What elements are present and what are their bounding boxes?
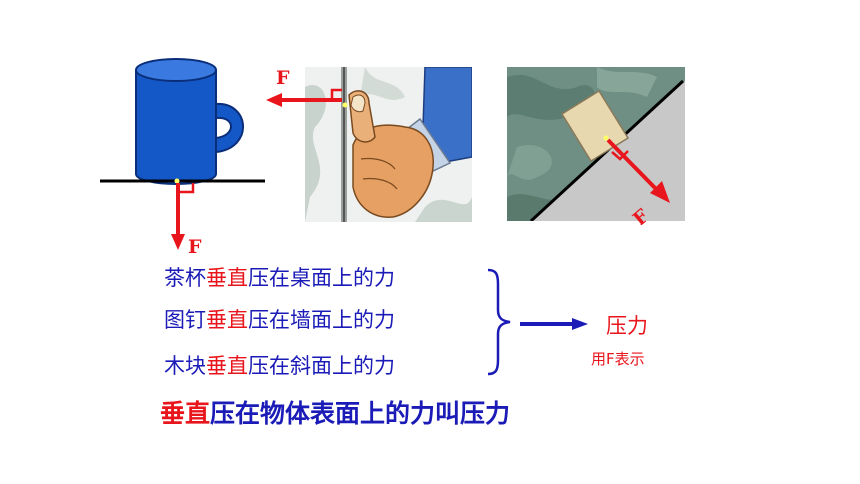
result-note: 用F表示 [591,350,645,368]
contact-point [174,178,180,184]
force-label: F [276,67,290,89]
example-highlight: 垂直 [206,354,248,378]
example-subject: 图钉 [164,308,206,332]
cup-figure: F [100,58,265,258]
thumbtack-illustration [305,67,472,222]
example-rest: 压在桌面上的力 [248,266,395,290]
force-arrow-head [266,93,282,107]
right-angle-mark [330,88,342,98]
example-subject: 木块 [164,354,206,378]
force-arrow-shaft [606,138,660,193]
conclusion: 垂直压在物体表面上的力叫压力 [160,394,510,430]
example-highlight: 垂直 [206,266,248,290]
example-highlight: 垂直 [206,308,248,332]
force-arrow-head [650,181,670,203]
conclusion-rest: 压在物体表面上的力叫压力 [210,399,511,428]
cup-body [135,69,217,185]
example-subject: 茶杯 [164,266,206,290]
force-arrow-head [171,234,185,250]
force-label: F [629,205,654,225]
example-rest: 压在墙面上的力 [248,308,395,332]
thumbtack-figure [305,67,472,222]
example-block: 木块垂直压在斜面上的力 [164,350,395,380]
example-thumbtack: 图钉垂直压在墙面上的力 [164,304,395,334]
incline-figure [507,67,685,221]
cup-rim [135,58,217,82]
example-cup: 茶杯垂直压在桌面上的力 [164,262,395,292]
example-rest: 压在斜面上的力 [248,354,395,378]
conclusion-highlight: 垂直 [160,399,211,428]
brace [487,268,511,376]
force-label: F [188,236,202,258]
result-title: 压力 [606,314,648,338]
right-angle-mark [611,150,629,161]
thumbtack-force: F [266,67,342,107]
incline-force: F [606,138,670,225]
result-arrow [520,318,588,330]
right-angle-mark [180,183,195,194]
cup-handle [215,102,244,154]
